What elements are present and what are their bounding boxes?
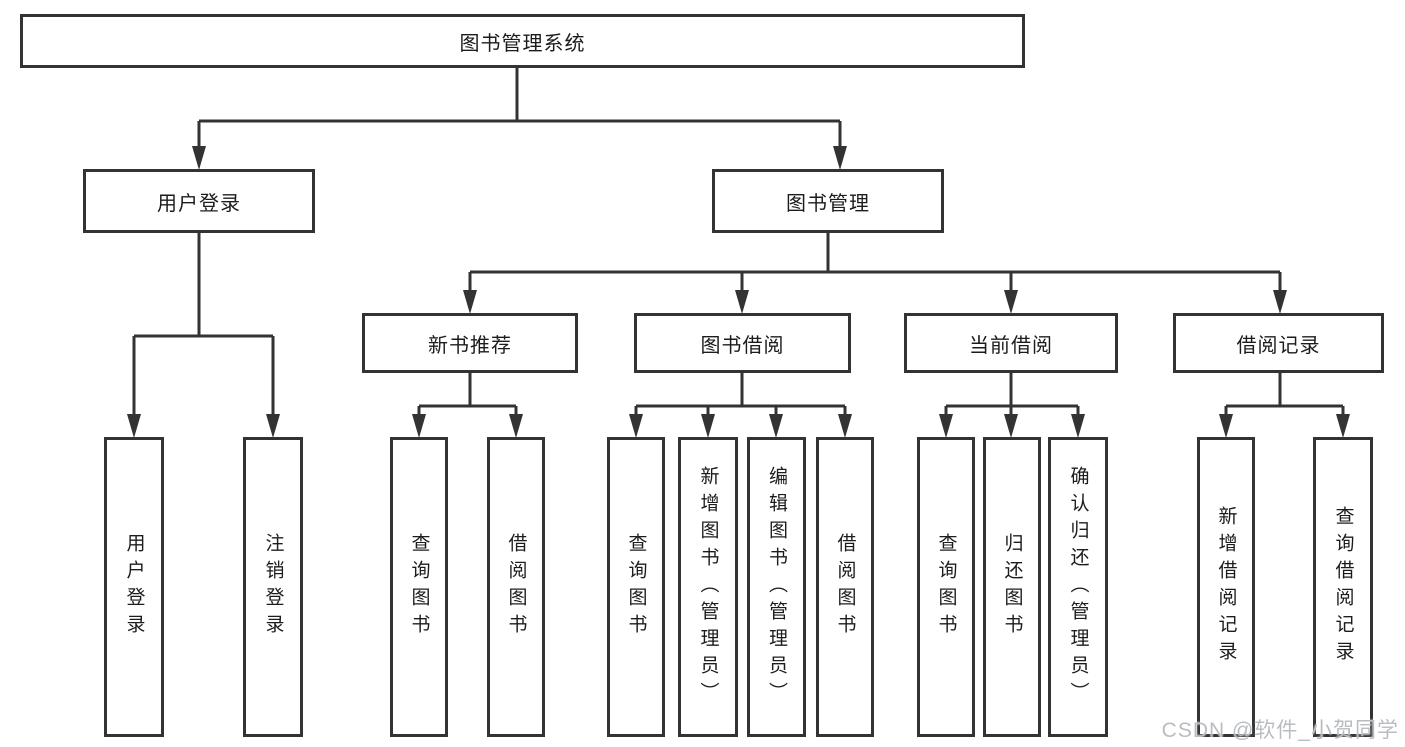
leaf-edit-book-admin: 编辑图书（管理员） — [747, 437, 806, 737]
leaf-query-borrow-record: 查询借阅记录 — [1313, 437, 1373, 737]
connector-book-borrow-to-leaves — [629, 373, 852, 438]
leaf-add-book-admin: 新增图书（管理员） — [678, 437, 738, 737]
leaf-query-books-recommend: 查询图书 — [390, 437, 448, 737]
connector-current-borrow-to-leaves — [939, 373, 1085, 438]
node-user-login: 用户登录 — [83, 169, 315, 233]
leaf-borrow-books-recommend: 借阅图书 — [487, 437, 545, 737]
leaf-query-books-borrow: 查询图书 — [607, 437, 665, 737]
leaf-return-books: 归还图书 — [983, 437, 1041, 737]
node-book-management: 图书管理 — [712, 169, 944, 233]
leaf-borrow-books-borrow: 借阅图书 — [816, 437, 874, 737]
connector-root-to-level2 — [192, 68, 847, 170]
node-new-book-recommend: 新书推荐 — [362, 313, 578, 373]
node-root: 图书管理系统 — [20, 14, 1025, 68]
connector-new-book-recommend-to-leaves — [412, 373, 523, 438]
connector-user-login-to-leaves — [127, 233, 280, 438]
leaf-add-borrow-record: 新增借阅记录 — [1197, 437, 1255, 737]
leaf-user-login: 用户登录 — [104, 437, 164, 737]
node-borrow-records: 借阅记录 — [1173, 313, 1384, 373]
connector-borrow-records-to-leaves — [1219, 373, 1350, 438]
leaf-logout: 注销登录 — [243, 437, 303, 737]
node-current-borrow: 当前借阅 — [904, 313, 1118, 373]
connector-book-management-to-level3 — [463, 233, 1287, 314]
watermark-text: CSDN @软件_小贺同学 — [1161, 719, 1399, 742]
leaf-confirm-return-admin: 确认归还（管理员） — [1048, 437, 1108, 737]
leaf-query-books-current: 查询图书 — [917, 437, 975, 737]
node-book-borrow: 图书借阅 — [634, 313, 851, 373]
